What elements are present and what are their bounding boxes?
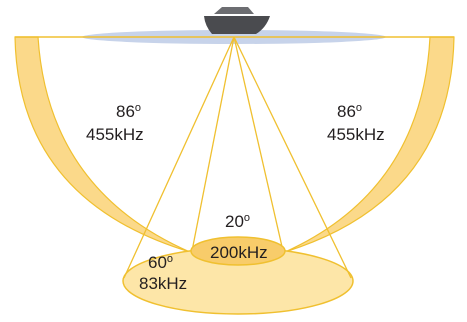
narrow-down-beam-frequency: 200kHz <box>210 243 268 262</box>
narrow-down-beam-footprint <box>190 236 286 266</box>
left-side-beam-frequency: 455kHz <box>86 125 144 144</box>
narrow-down-beam-angle: 20 <box>225 212 244 231</box>
svg-text:60o: 60o <box>148 253 173 272</box>
right-side-beam-degree: o <box>356 102 362 114</box>
narrow-down-beam-label: 20o 200kHz <box>210 212 268 262</box>
svg-text:86o: 86o <box>116 102 141 121</box>
svg-text:20o: 20o <box>225 212 250 231</box>
wide-beam-left-edge <box>123 36 235 279</box>
narrow-beam-right-edge <box>233 36 284 252</box>
narrow-beam-left-edge <box>191 36 235 252</box>
narrow-down-beam <box>190 36 286 266</box>
left-side-beam-label: 86o 455kHz <box>86 102 144 144</box>
left-side-beam-angle: 86 <box>116 102 135 121</box>
boat-icon <box>204 7 270 34</box>
left-side-beam-crescent <box>14 36 191 253</box>
wide-down-beam-angle: 60 <box>148 253 167 272</box>
wide-down-beam-frequency: 83kHz <box>139 274 187 293</box>
left-side-beam-degree: o <box>135 102 141 114</box>
wide-down-beam <box>122 36 354 315</box>
wide-beam-right-edge <box>233 36 352 279</box>
svg-text:86o: 86o <box>337 102 362 121</box>
right-side-beam-label: 86o 455kHz <box>327 102 385 144</box>
right-side-beam-crescent <box>284 36 455 253</box>
boat-hull <box>204 16 270 34</box>
boat-cabin <box>214 7 254 14</box>
right-side-beam-frequency: 455kHz <box>327 125 385 144</box>
wide-down-beam-degree: o <box>167 253 173 265</box>
wide-down-beam-label: 60o 83kHz <box>139 253 187 293</box>
narrow-down-beam-degree: o <box>244 212 250 224</box>
right-side-beam-angle: 86 <box>337 102 356 121</box>
